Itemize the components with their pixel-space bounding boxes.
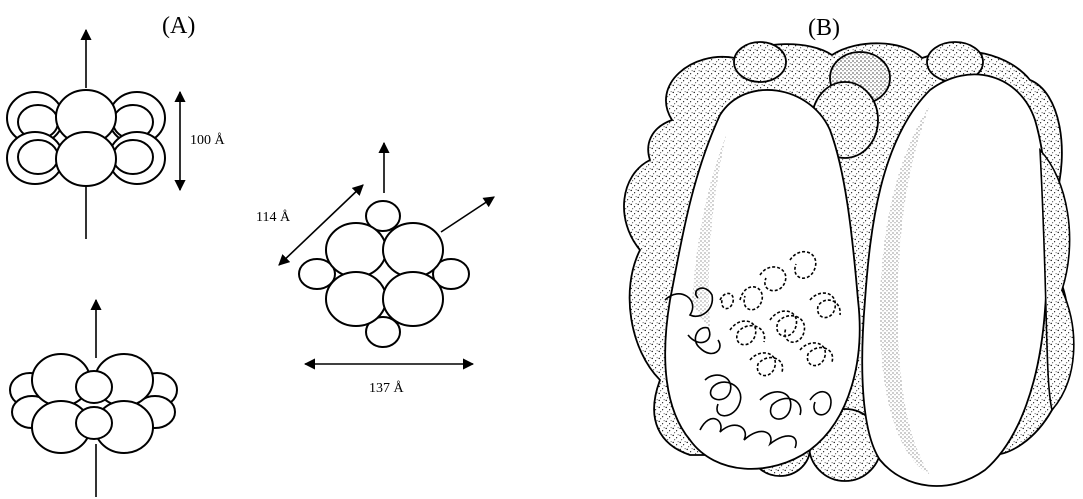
subunit-ball (326, 272, 386, 326)
top-view-tilt-arrow (441, 197, 494, 232)
subunit-ball (383, 272, 443, 326)
top-view-model: 114 Å 137 Å (256, 143, 494, 396)
diagonal-dimension-label: 114 Å (256, 209, 291, 225)
hexamer-illustration (624, 42, 1074, 486)
panel-b-label: (B) (808, 15, 840, 41)
back-subunit (734, 42, 786, 82)
subunit-ball (326, 223, 386, 277)
subunit-ball (18, 140, 58, 174)
side-view-model: 100 Å (7, 30, 226, 239)
height-dimension-label: 100 Å (190, 132, 226, 148)
subunit-ball (56, 132, 116, 186)
subunit-ball (383, 223, 443, 277)
width-dimension-label: 137 Å (369, 380, 405, 396)
subunit-ball (76, 371, 112, 403)
subunit-ball (76, 407, 112, 439)
subunit-ball (113, 140, 153, 174)
panel-a-label: (A) (162, 13, 195, 39)
tilted-view-model (10, 300, 177, 497)
